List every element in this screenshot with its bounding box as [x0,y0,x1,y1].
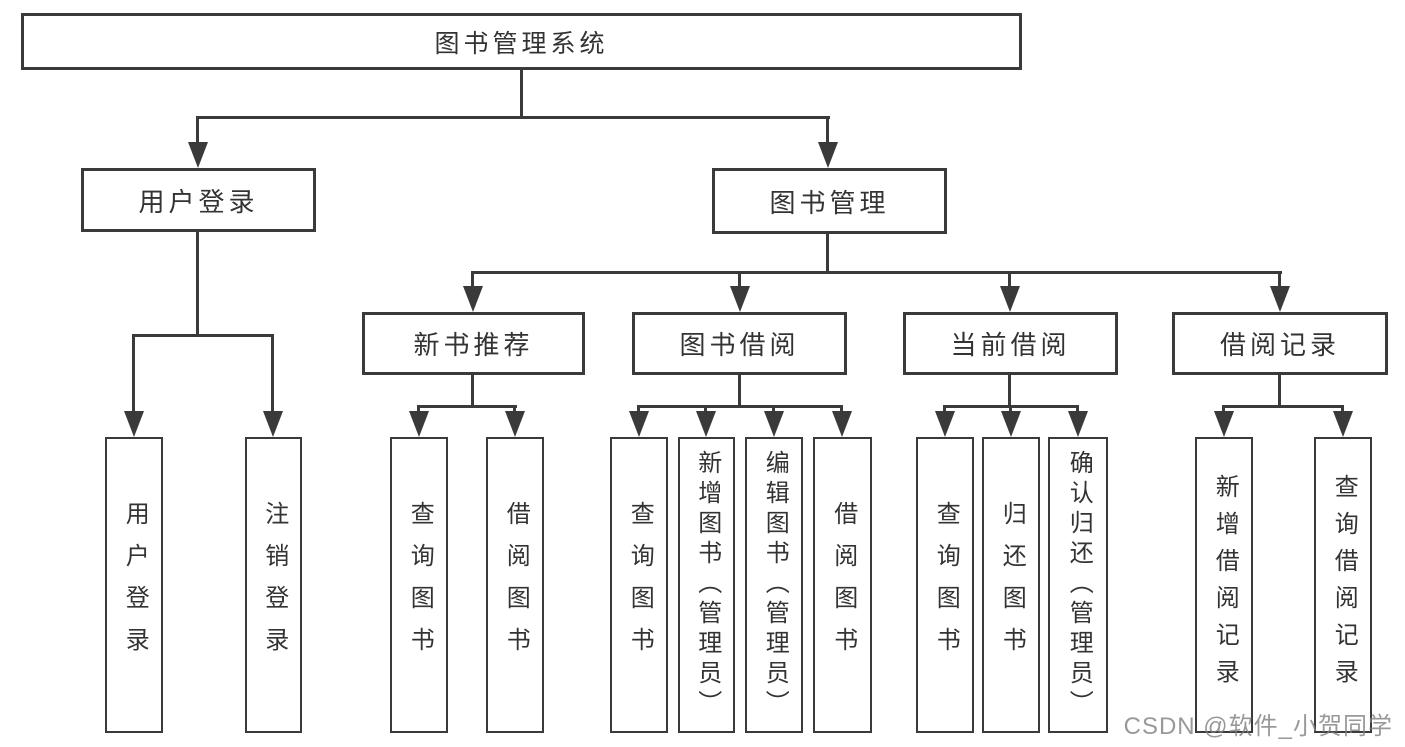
leaf-label: 借阅图书 [502,501,530,669]
leaf-borrow-books-borrow: 借阅图书 [813,437,872,733]
connector-line [196,232,199,335]
leaf-label: 新增借阅记录 [1211,474,1239,696]
connector-line [196,118,199,146]
connector-line [637,406,640,415]
node-label: 当前借阅 [950,330,1071,360]
connector-line [513,406,516,415]
leaf-query-books-borrow: 查询图书 [610,437,668,733]
node-new-book-recommend: 新书推荐 [362,312,585,375]
arrow-down-icon [1068,411,1088,437]
connector-line [1008,375,1011,408]
arrow-down-icon [935,411,955,437]
connector-line [1222,406,1225,415]
node-label: 借阅记录 [1219,330,1340,360]
leaf-return-book: 归还图书 [982,437,1040,733]
leaf-query-books-newbook: 查询图书 [390,437,448,733]
arrow-down-icon [696,411,716,437]
arrow-down-icon [1214,411,1234,437]
leaf-borrow-books-newbook: 借阅图书 [486,437,544,733]
arrow-down-icon [832,411,852,437]
node-book-management: 图书管理 [712,168,947,234]
connector-line [1341,406,1344,415]
arrow-down-icon [463,286,483,312]
node-book-borrow: 图书借阅 [632,312,847,375]
arrow-down-icon [1001,411,1021,437]
connector-line [520,70,523,118]
leaf-label: 归还图书 [998,501,1026,669]
connector-line [271,335,274,415]
connector-line [738,375,741,408]
connector-line [132,334,274,337]
leaf-label: 编辑图书（管理员） [761,450,789,720]
connector-line [471,272,474,290]
arrow-down-icon [124,411,144,437]
leaf-query-borrow-record: 查询借阅记录 [1314,437,1372,733]
arrow-down-icon [1000,286,1020,312]
leaf-label: 查询图书 [626,501,654,669]
arrow-down-icon [730,286,750,312]
connector-line [943,406,946,415]
connector-line [196,116,830,119]
leaf-add-book-admin: 新增图书（管理员） [678,437,735,733]
leaf-label: 确认归还（管理员） [1065,450,1093,720]
node-borrow-records: 借阅记录 [1172,312,1388,375]
leaf-label: 注销登录 [260,501,288,669]
node-library-management-system: 图书管理系统 [21,13,1022,70]
connector-line [704,406,707,415]
watermark: CSDN @软件_小贺同学 [1123,713,1393,740]
connector-line [840,406,843,415]
leaf-label: 查询借阅记录 [1330,474,1358,696]
arrow-down-icon [629,411,649,437]
connector-line [1222,405,1344,408]
node-current-borrow: 当前借阅 [903,312,1118,375]
connector-line [826,118,829,146]
connector-line [738,272,741,290]
node-user-login: 用户登录 [81,168,316,232]
arrow-down-icon [409,411,429,437]
arrow-down-icon [818,142,838,168]
node-label: 图书借阅 [679,330,800,360]
node-label: 用户登录 [138,186,259,217]
arrow-down-icon [505,411,525,437]
node-label: 图书管理系统 [434,29,609,58]
leaf-logout-login: 注销登录 [245,437,302,733]
leaf-confirm-return-admin: 确认归还（管理员） [1048,437,1108,733]
node-label: 图书管理 [769,187,890,218]
leaf-label: 新增图书（管理员） [693,450,721,720]
connector-line [826,234,829,274]
leaf-query-books-current: 查询图书 [916,437,974,733]
connector-line [471,271,1282,274]
connector-line [1278,272,1281,290]
connector-line [417,405,517,408]
leaf-label: 用户登录 [121,501,149,669]
leaf-add-borrow-record: 新增借阅记录 [1195,437,1253,733]
arrow-down-icon [1270,286,1290,312]
arrow-down-icon [764,411,784,437]
connector-line [1278,375,1281,408]
leaf-label: 借阅图书 [829,501,857,669]
connector-line [1008,272,1011,290]
node-label: 新书推荐 [413,330,534,360]
arrow-down-icon [188,142,208,168]
connector-line [772,406,775,415]
connector-line [1009,406,1012,415]
arrow-down-icon [263,411,283,437]
connector-line [637,405,843,408]
leaf-user-login: 用户登录 [105,437,163,733]
leaf-edit-book-admin: 编辑图书（管理员） [745,437,803,733]
connector-line [132,335,135,415]
leaf-label: 查询图书 [406,501,434,669]
connector-line [417,406,420,415]
connector-line [1076,406,1079,415]
connector-line [471,375,474,408]
arrow-down-icon [1333,411,1353,437]
leaf-label: 查询图书 [932,501,960,669]
